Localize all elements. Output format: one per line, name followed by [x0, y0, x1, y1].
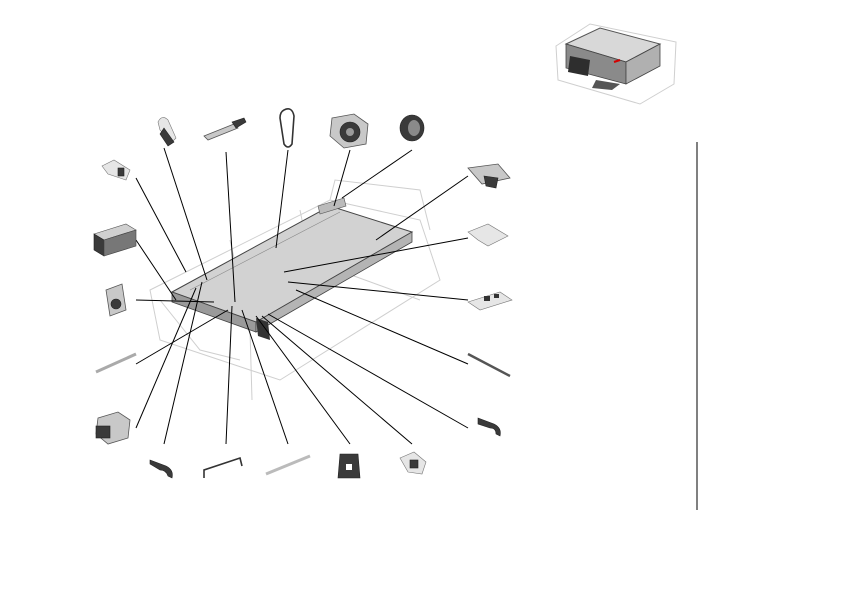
thin-rod-right-icon: [467, 352, 511, 378]
shaft-pin-icon: [203, 117, 247, 141]
leader-lines: [135, 147, 469, 445]
rail-strip-left-icon: [95, 352, 137, 374]
assembly-thumbnail-icon: [555, 23, 677, 105]
connector-housing-icon: [95, 411, 131, 445]
wire-frame-icon: [203, 456, 243, 478]
hinge-block-icon: [105, 283, 127, 317]
drive-belt-icon: [279, 108, 295, 148]
motor-fan-icon: [329, 113, 369, 149]
plate-bracket-right-icon: [467, 163, 511, 189]
main-assembly-icon: [149, 179, 441, 401]
round-knob-icon: [399, 114, 425, 142]
sensor-block-icon: [93, 223, 137, 257]
flat-plate-icon: [467, 223, 509, 247]
hook-arm-right-icon: [477, 417, 501, 437]
lever-arm-icon: [157, 117, 177, 147]
corner-clip-icon: [399, 451, 427, 475]
rail-strip-bottom-icon: [265, 454, 311, 476]
circuit-board-icon: [467, 291, 513, 311]
flat-bracket-bottom-icon: [337, 453, 361, 479]
hook-arm-bottom-icon: [149, 459, 173, 479]
latch-bracket-left-icon: [101, 159, 131, 181]
